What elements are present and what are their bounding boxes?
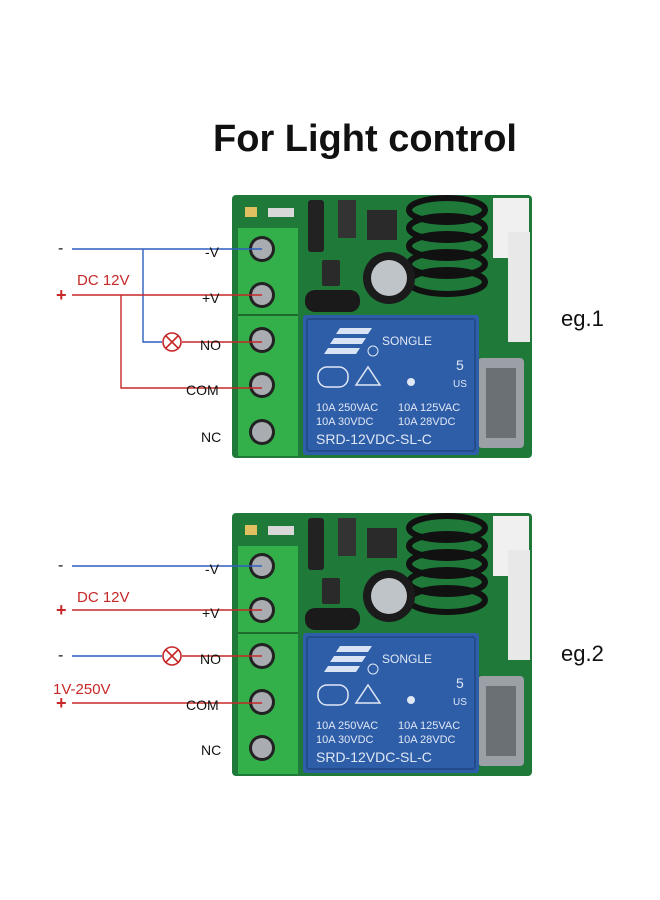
wires-eg1 bbox=[72, 248, 262, 389]
example-1: SONGLE 5 US 10A 250VAC 10A 30VDC 10A 125… bbox=[56, 195, 532, 458]
load-minus-sign: - bbox=[58, 647, 63, 664]
load-supply-label: 1V-250V bbox=[53, 681, 111, 698]
cqc-mark bbox=[317, 684, 349, 706]
relay-rating-right-2: 10A 28VDC bbox=[398, 734, 456, 746]
relay-rating-right-1: 10A 125VAC bbox=[398, 402, 460, 414]
resistor bbox=[268, 526, 294, 535]
transistor bbox=[367, 210, 397, 240]
lamp-icon bbox=[162, 332, 182, 352]
load-plus-sign: + bbox=[56, 693, 67, 713]
minus-sign: - bbox=[58, 240, 63, 257]
transistor bbox=[367, 528, 397, 558]
relay-model: SRD-12VDC-SL-C bbox=[316, 431, 432, 447]
diode-2 bbox=[322, 260, 340, 286]
minus-sign: - bbox=[58, 557, 63, 574]
supply-label: DC 12V bbox=[77, 272, 130, 289]
relay-rating-left-1: 10A 250VAC bbox=[316, 402, 378, 414]
terminal-label-minus-v: -V bbox=[205, 244, 220, 260]
terminal-label-nc: NC bbox=[201, 429, 221, 445]
capacitor-small bbox=[305, 608, 360, 630]
plus-sign: + bbox=[56, 285, 67, 305]
terminal-label-no: NO bbox=[200, 651, 221, 667]
relay-cert-suffix: US bbox=[453, 379, 467, 390]
side-module bbox=[508, 550, 530, 660]
supply-label: DC 12V bbox=[77, 589, 130, 606]
terminal-label-no: NO bbox=[200, 337, 221, 353]
songle-logo bbox=[324, 646, 372, 672]
cqc-mark bbox=[317, 366, 349, 388]
example-1-label: eg.1 bbox=[561, 306, 604, 331]
led bbox=[245, 525, 257, 535]
diode bbox=[308, 200, 324, 252]
terminal-label-minus-v: -V bbox=[205, 561, 220, 577]
example-2-label: eg.2 bbox=[561, 641, 604, 666]
ic-chip bbox=[338, 200, 356, 238]
relay-rating-left-1: 10A 250VAC bbox=[316, 720, 378, 732]
terminal-label-plus-v: +V bbox=[202, 290, 220, 306]
ic-chip bbox=[338, 518, 356, 556]
relay-rating-right-1: 10A 125VAC bbox=[398, 720, 460, 732]
led bbox=[245, 207, 257, 217]
songle-logo bbox=[324, 328, 372, 354]
diode-2 bbox=[322, 578, 340, 604]
page-title: For Light control bbox=[213, 118, 517, 160]
example-2: SONGLE 5 US 10A 250VAC 10A 30VDC 10A 125… bbox=[53, 513, 532, 776]
relay-rating-right-2: 10A 28VDC bbox=[398, 416, 456, 428]
diode bbox=[308, 518, 324, 570]
relay-rating-left-2: 10A 30VDC bbox=[316, 734, 374, 746]
terminal-label-com: COM bbox=[186, 697, 219, 713]
plus-sign: + bbox=[56, 600, 67, 620]
relay-cert-suffix: US bbox=[453, 697, 467, 708]
relay-rating-left-2: 10A 30VDC bbox=[316, 416, 374, 428]
relay-brand: SONGLE bbox=[382, 652, 432, 666]
relay-cert-mark: 5 bbox=[456, 357, 464, 373]
terminal-label-nc: NC bbox=[201, 742, 221, 758]
lamp-icon bbox=[162, 646, 182, 666]
terminal-label-com: COM bbox=[186, 382, 219, 398]
terminal-label-plus-v: +V bbox=[202, 605, 220, 621]
capacitor-small bbox=[305, 290, 360, 312]
relay-brand: SONGLE bbox=[382, 334, 432, 348]
wires-eg2 bbox=[72, 565, 262, 704]
resistor bbox=[268, 208, 294, 217]
side-module bbox=[508, 232, 530, 342]
relay-model: SRD-12VDC-SL-C bbox=[316, 749, 432, 765]
relay-cert-mark: 5 bbox=[456, 675, 464, 691]
